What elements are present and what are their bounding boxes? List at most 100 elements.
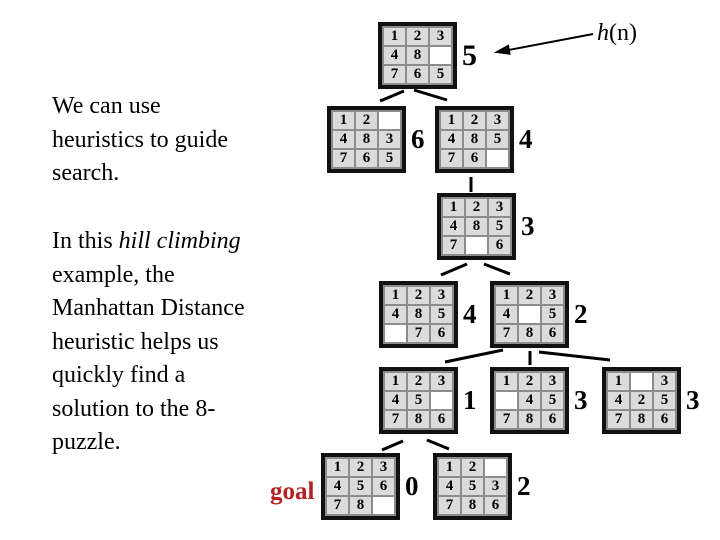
h-value: 0 [405, 471, 419, 501]
puzzle-cell: 1 [327, 459, 348, 476]
text-line: heuristics to guide [52, 126, 228, 153]
h-value: 2 [574, 299, 588, 329]
puzzle-cell: 1 [608, 373, 629, 390]
puzzle-cell: 1 [384, 28, 405, 45]
h-value: 2 [517, 471, 531, 501]
puzzle-cell: 6 [542, 411, 563, 428]
puzzle-cell: 8 [466, 218, 487, 235]
text-line: example, the [52, 261, 175, 288]
puzzle-cell: 4 [333, 131, 354, 148]
puzzle-cell: 7 [327, 497, 348, 514]
h-value: 3 [521, 211, 535, 241]
puzzle-cell: 2 [466, 199, 487, 216]
puzzle-cell: 6 [485, 497, 506, 514]
puzzle-cell: 7 [496, 411, 517, 428]
puzzle-cell: 4 [519, 392, 540, 409]
puzzle-cell: 2 [350, 459, 371, 476]
puzzle-cell: 1 [385, 287, 406, 304]
puzzle-cell: 6 [407, 66, 428, 83]
puzzle-cell: 2 [462, 459, 483, 476]
text-line: Manhattan Distance [52, 295, 245, 321]
puzzle-blank-cell [373, 497, 394, 514]
puzzle-cell: 3 [489, 199, 510, 216]
text-line: In this hill climbing [52, 225, 245, 259]
puzzle-cell: 4 [443, 218, 464, 235]
puzzle-cell: 6 [431, 411, 452, 428]
puzzle-cell: 4 [384, 47, 405, 64]
puzzle-cell: 1 [333, 112, 354, 129]
puzzle-cell: 3 [379, 131, 400, 148]
h-value: 4 [519, 124, 533, 154]
puzzle-cell: 1 [385, 373, 406, 390]
puzzle-cell: 6 [431, 325, 452, 342]
puzzle-cell: 2 [356, 112, 377, 129]
h-value: 6 [411, 124, 425, 154]
text-segment: In this [52, 228, 119, 254]
puzzle-cell: 4 [327, 478, 348, 495]
puzzle-blank-cell [466, 237, 487, 254]
puzzle-cell: 5 [489, 218, 510, 235]
puzzle-cell: 4 [385, 392, 406, 409]
puzzle-blank-cell [379, 112, 400, 129]
puzzle-cell: 7 [385, 411, 406, 428]
puzzle-cell: 5 [408, 392, 429, 409]
puzzle-cell: 3 [430, 28, 451, 45]
edge-level4right-to-level5-right [538, 350, 611, 362]
puzzle-cell: 4 [608, 392, 629, 409]
puzzle-blank-cell [631, 373, 652, 390]
puzzle-blank-cell [487, 150, 508, 167]
puzzle-cell: 1 [496, 373, 517, 390]
puzzle-cell: 6 [356, 150, 377, 167]
puzzle-cell: 7 [439, 497, 460, 514]
h-value: 5 [462, 38, 477, 72]
puzzle-cell: 3 [373, 459, 394, 476]
puzzle-cell: 5 [350, 478, 371, 495]
paragraph-heuristics: We can use heuristics to guide search. [52, 90, 228, 191]
puzzle-cell: 5 [654, 392, 675, 409]
puzzle-cell: 6 [654, 411, 675, 428]
puzzle-cell: 4 [496, 306, 517, 323]
h-value: 1 [463, 385, 477, 415]
puzzle-cell: 7 [384, 66, 405, 83]
text-line: We can use [52, 93, 161, 119]
puzzle-cell: 5 [430, 66, 451, 83]
puzzle-blank-cell [431, 392, 452, 409]
puzzle-cell: 2 [464, 112, 485, 129]
puzzle-cell: 5 [542, 306, 563, 323]
h-symbol: h [597, 20, 609, 46]
puzzle-cell: 5 [462, 478, 483, 495]
puzzle-cell: 2 [519, 373, 540, 390]
puzzle-blank-cell [519, 306, 540, 323]
puzzle-cell: 6 [489, 237, 510, 254]
text-line: heuristic helps us [52, 328, 219, 355]
puzzle-cell: 8 [408, 306, 429, 323]
edge-level4right-to-level5-left [444, 348, 504, 364]
puzzle-cell: 3 [542, 287, 563, 304]
puzzle-cell: 4 [441, 131, 462, 148]
puzzle-cell: 5 [379, 150, 400, 167]
puzzle-cell: 3 [542, 373, 563, 390]
puzzle-cell: 8 [464, 131, 485, 148]
edge-start-to-level2-right [413, 88, 448, 102]
text-line: search. [52, 160, 120, 186]
hn-arrow-head [493, 44, 511, 55]
edge-level3-to-level4-left [440, 262, 468, 277]
puzzle-cell: 1 [443, 199, 464, 216]
edge-level3-to-level4-right [483, 262, 511, 276]
puzzle-cell: 6 [373, 478, 394, 495]
puzzle-cell: 5 [431, 306, 452, 323]
puzzle-cell: 5 [542, 392, 563, 409]
